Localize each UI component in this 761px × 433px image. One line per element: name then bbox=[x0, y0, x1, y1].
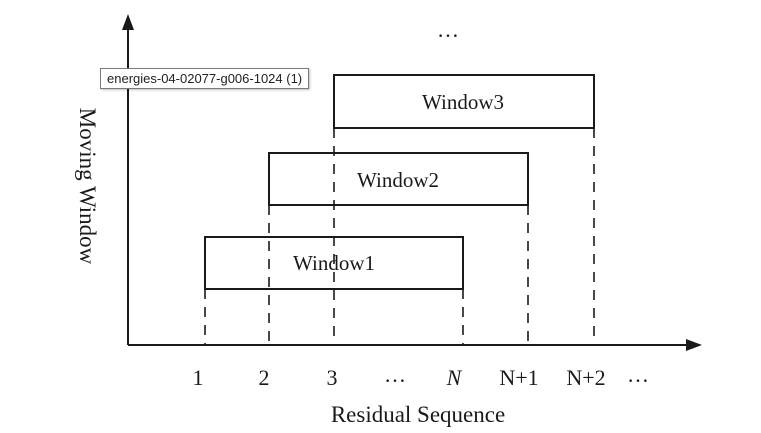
x-tick-n: N bbox=[446, 365, 463, 390]
window1-box bbox=[204, 236, 464, 290]
window2-box bbox=[268, 152, 529, 206]
x-tick-n1: N+1 bbox=[499, 365, 538, 390]
window3-label: Window3 bbox=[422, 90, 504, 114]
x-axis-arrow bbox=[686, 339, 702, 351]
window2-label: Window2 bbox=[357, 168, 439, 192]
x-tick-1: 1 bbox=[193, 365, 204, 390]
y-axis-arrow bbox=[122, 14, 134, 30]
top-ellipsis: … bbox=[437, 17, 459, 42]
x-tick-3: 3 bbox=[327, 365, 338, 390]
window3-box bbox=[333, 74, 595, 129]
x-tick-ellipsis: … bbox=[384, 362, 406, 387]
y-axis-title: Moving Window bbox=[75, 108, 100, 265]
x-tick-ellipsis-end: … bbox=[627, 362, 649, 387]
x-axis-title: Residual Sequence bbox=[331, 402, 505, 427]
image-tooltip: energies-04-02077-g006-1024 (1) bbox=[100, 68, 310, 89]
window1-label: Window1 bbox=[293, 251, 375, 275]
x-tick-n2: N+2 bbox=[566, 365, 605, 390]
x-tick-2: 2 bbox=[259, 365, 270, 390]
